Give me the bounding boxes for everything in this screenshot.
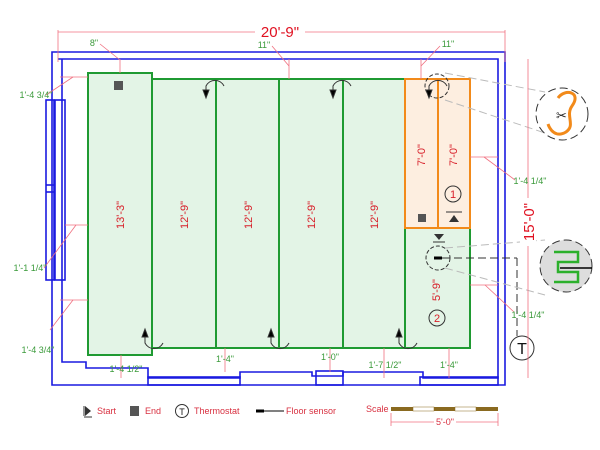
panel-run — [151, 78, 217, 349]
offset-dimensions: 8" 11" 11" 1'-4 3/4" 1'-1 1/4" 1'-4 3/4"… — [14, 38, 547, 378]
dimension-label: 1'-0" — [321, 352, 339, 362]
dimension-label: T — [517, 341, 527, 358]
dimension-label: 1'-4 1/4" — [512, 310, 545, 320]
run-labels: 13'-3" 12'-9" 12'-9" 12'-9" 12'-9" 7'-0"… — [115, 144, 460, 301]
dimension-label: Floor sensor — [286, 406, 336, 416]
dimension-label: Thermostat — [194, 406, 240, 416]
dimension-label: Scale — [366, 404, 389, 414]
run-length: 5'-9" — [431, 279, 443, 301]
thermostat-icon — [175, 404, 189, 418]
legend-start: Start — [83, 406, 117, 418]
dimension-label: 1'-1 1/4" — [14, 263, 47, 273]
dimension-label: 11" — [442, 39, 455, 49]
legend-thermostat: T Thermostat — [175, 404, 240, 418]
overall-width-dimension: 20'-9" — [57, 22, 506, 62]
dimension-label: 11" — [258, 40, 271, 50]
legend-floor-sensor: Floor sensor — [256, 406, 336, 416]
zone-1-marker: 1 — [444, 185, 462, 203]
start-icon — [433, 234, 445, 243]
run-length: 12'-9" — [306, 201, 318, 229]
legend-end: End — [130, 406, 161, 416]
start-icon — [85, 406, 91, 416]
dimension-label: 1'-4 3/4" — [22, 345, 55, 355]
dimension-label: 2 — [434, 313, 440, 325]
dimension-label: 1'-7 1/2" — [369, 360, 402, 370]
dimension-label: 1'-4 1/4" — [514, 176, 547, 186]
dimension-label: Start — [97, 406, 117, 416]
room-walls — [45, 51, 506, 386]
dimension-label: 1'-4" — [216, 354, 234, 364]
zone-1-panel — [404, 78, 439, 229]
sensor-detail — [444, 239, 593, 296]
panel-run — [342, 78, 406, 349]
heating-panels — [87, 72, 471, 356]
turn-arrows — [141, 73, 450, 350]
zone-2-marker: 2 — [428, 309, 446, 327]
run-length: 7'-0" — [416, 144, 428, 166]
panel-run — [87, 72, 153, 356]
dimension-label: T — [179, 407, 185, 417]
door-bottom — [147, 376, 241, 386]
panel-run — [278, 78, 344, 349]
end-icon — [130, 406, 139, 416]
run-length: 7'-0" — [448, 144, 460, 166]
run-length: 12'-9" — [369, 201, 381, 229]
thermostat-icon: T — [509, 335, 535, 361]
dimension-label: End — [145, 406, 161, 416]
legend: Start End T Thermostat Floor sensor — [83, 404, 336, 418]
overall-height-dimension: 15'-0" — [520, 59, 538, 378]
scissors-icon: ✂ — [556, 108, 567, 123]
start-icon — [446, 211, 462, 222]
dimension-label: 1 — [450, 189, 456, 201]
zone-1-panel — [437, 78, 471, 229]
zone-2-panel — [404, 227, 471, 349]
run-length: 12'-9" — [179, 201, 191, 229]
dimension-label: 1'-4" — [440, 360, 458, 370]
end-icon — [418, 214, 426, 222]
floor-sensor — [425, 245, 518, 336]
dimension-label: 8" — [90, 38, 98, 48]
dimension-label: 1'-4 3/4" — [20, 90, 53, 100]
run-length: 13'-3" — [115, 201, 127, 229]
dimension-label: 15'-0" — [521, 203, 538, 241]
window-left — [45, 99, 55, 281]
dimension-label: 20'-9" — [261, 24, 299, 41]
dimension-label: 1'-4 1/2" — [110, 364, 143, 374]
end-icon — [114, 81, 123, 90]
run-length: 12'-9" — [243, 201, 255, 229]
dimension-label: 5'-0" — [436, 417, 454, 427]
scale-bar: Scale 5'-0" — [366, 404, 499, 427]
